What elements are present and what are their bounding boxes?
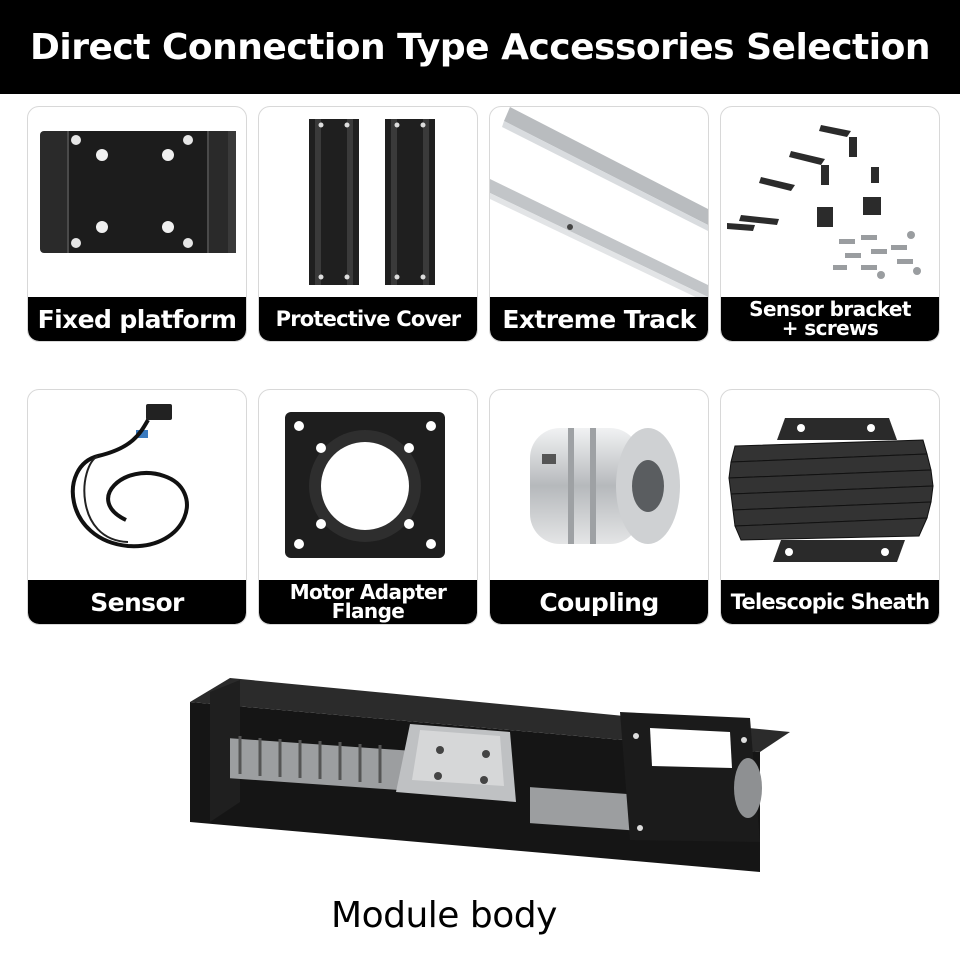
linear-module-icon xyxy=(190,678,790,872)
sensor-icon xyxy=(70,404,189,549)
sensor-bracket-screws-icon xyxy=(727,125,921,279)
accessory-label: Sensor xyxy=(28,580,246,624)
accessory-card-fixed-platform[interactable]: Fixed platform xyxy=(27,106,247,342)
page-title: Direct Connection Type Accessories Selec… xyxy=(30,26,930,68)
accessory-label-multiline: Sensor bracket + screws xyxy=(721,297,939,341)
accessory-label-line: Flange xyxy=(331,599,405,623)
accessory-label: Protective Cover xyxy=(259,297,477,341)
accessory-card-telescopic-sheath[interactable]: Telescopic Sheath xyxy=(720,389,940,625)
header-bar: Direct Connection Type Accessories Selec… xyxy=(0,0,960,94)
accessory-label: Extreme Track xyxy=(490,297,708,341)
accessory-label-line: + screws xyxy=(781,316,879,340)
telescopic-sheath-icon xyxy=(728,418,934,562)
accessory-card-motor-adapter-flange[interactable]: Motor Adapter Flange xyxy=(258,389,478,625)
accessory-card-sensor[interactable]: Sensor xyxy=(27,389,247,625)
fixed-platform-icon xyxy=(40,131,236,253)
coupling-icon xyxy=(530,428,680,544)
module-caption: Module body xyxy=(331,895,557,936)
accessory-label-line: Motor Adapter xyxy=(289,580,447,604)
accessory-label: Fixed platform xyxy=(28,297,246,341)
accessory-card-coupling[interactable]: Coupling xyxy=(489,389,709,625)
accessory-label: Coupling xyxy=(490,580,708,624)
accessory-card-protective-cover[interactable]: Protective Cover xyxy=(258,106,478,342)
accessory-card-extreme-track[interactable]: Extreme Track xyxy=(489,106,709,342)
accessory-label-line: Sensor bracket xyxy=(749,297,911,321)
motor-adapter-flange-icon xyxy=(285,412,445,558)
accessory-label: Telescopic Sheath xyxy=(721,580,939,624)
protective-cover-icon xyxy=(309,119,435,285)
accessory-card-sensor-bracket-screws[interactable]: Sensor bracket + screws xyxy=(720,106,940,342)
accessory-label-multiline: Motor Adapter Flange xyxy=(259,580,477,624)
extreme-track-icon xyxy=(490,107,708,297)
